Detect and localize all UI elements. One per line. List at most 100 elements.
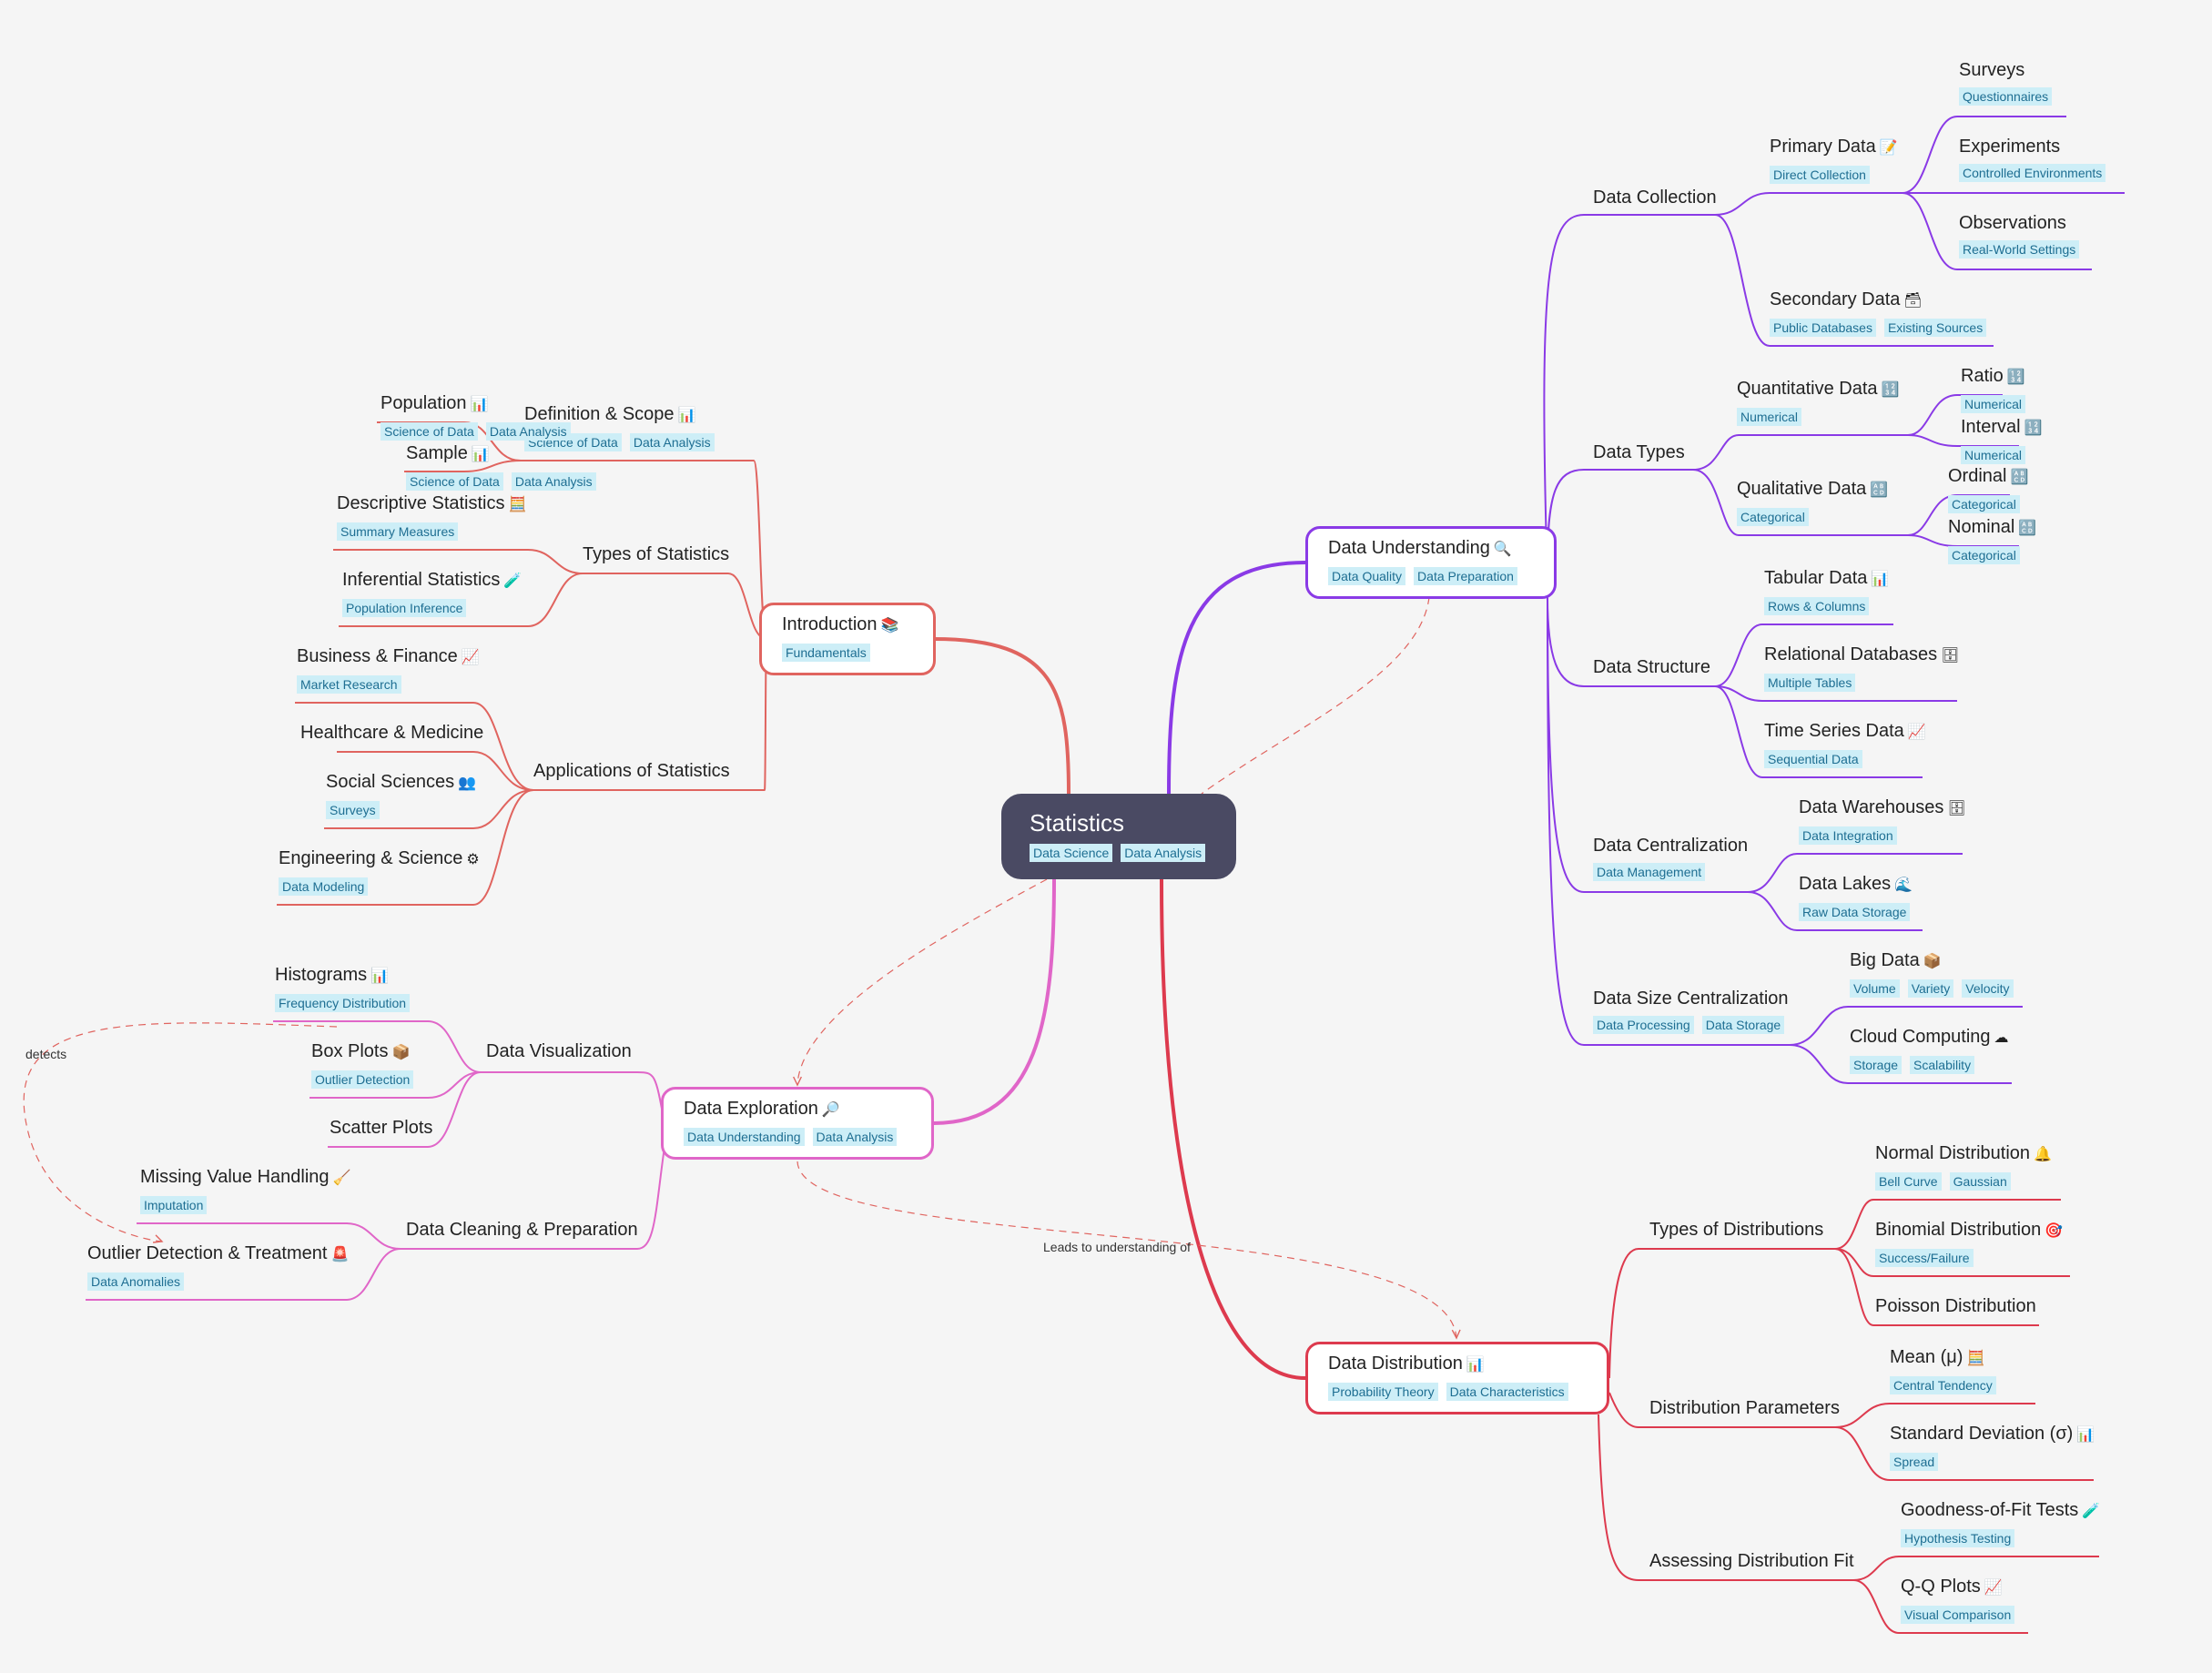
topic-relational-databases[interactable]: Relational Databases🗄Multiple Tables <box>1764 643 1959 692</box>
topic-inferential-statistics[interactable]: Inferential Statistics🧪Population Infere… <box>342 568 522 617</box>
topic-label-tag: Data Management <box>1593 863 1706 881</box>
relation-arrowhead <box>152 1234 164 1243</box>
topic-binomial-distribution[interactable]: Binomial Distribution🎯 Success/Failure <box>1875 1218 2063 1267</box>
topic-labels: Central Tendency <box>1890 1376 2004 1394</box>
topic-missing-value-handling[interactable]: Missing Value Handling🧹Imputation <box>140 1165 350 1214</box>
topic-emoji-icon: 📊 <box>2076 1427 2095 1443</box>
topic-label: Primary Data <box>1770 137 1876 157</box>
topic-label-tag: Central Tendency <box>1890 1376 1996 1394</box>
topic-label: Social Sciences <box>326 772 455 792</box>
branch-line <box>1547 596 1790 1046</box>
topic-social-sciences[interactable]: Social Sciences👥Surveys <box>326 770 476 819</box>
topic-nominal[interactable]: Nominal🔠Categorical <box>1948 515 2036 564</box>
topic-label-tag: Success/Failure <box>1875 1249 1974 1267</box>
topic-data-collection[interactable]: Data Collection <box>1593 186 1717 209</box>
topic-title: Ratio🔢 <box>1961 364 2034 390</box>
topic-data-cleaning[interactable]: Data Cleaning & Preparation <box>406 1218 638 1242</box>
topic-ordinal[interactable]: Ordinal🔠Categorical <box>1948 464 2028 513</box>
topic-qualitative-data[interactable]: Qualitative Data🔠Categorical <box>1737 477 1888 526</box>
topic-outlier-detection[interactable]: Outlier Detection & Treatment🚨Data Anoma… <box>87 1242 349 1291</box>
topic-mean[interactable]: Mean (μ)🧮Central Tendency <box>1890 1345 2004 1394</box>
topic-tabular-data[interactable]: Tabular Data📊Rows & Columns <box>1764 566 1889 615</box>
topic-ratio[interactable]: Ratio🔢Numerical <box>1961 364 2034 413</box>
topic-engineering-science[interactable]: Engineering & Science⚙Data Modeling <box>279 847 480 896</box>
topic-labels: Fundamentals <box>782 644 913 662</box>
topic-healthcare-medicine[interactable]: Healthcare & Medicine <box>300 721 483 745</box>
topic-data-lakes[interactable]: Data Lakes🌊Raw Data Storage <box>1799 872 1918 921</box>
topic-label-tag: Variety <box>1907 979 1954 998</box>
topic-label: Tabular Data <box>1764 568 1868 588</box>
topic-quantitative-data[interactable]: Quantitative Data🔢Numerical <box>1737 377 1899 426</box>
topic-time-series[interactable]: Time Series Data📈Sequential Data <box>1764 719 1926 768</box>
topic-business-finance[interactable]: Business & Finance📈Market Research <box>297 644 480 694</box>
branch-line <box>401 1146 665 1250</box>
topic-emoji-icon: 🗃 <box>1903 293 1923 309</box>
topic-box-plots[interactable]: Box Plots📦Outlier Detection <box>311 1039 421 1089</box>
topic-histograms[interactable]: Histograms📊Frequency Distribution <box>275 963 418 1012</box>
topic-emoji-icon: 🔔 <box>2034 1147 2052 1162</box>
topic-data-types[interactable]: Data Types <box>1593 441 1685 464</box>
topic-goodness-of-fit[interactable]: Goodness-of-Fit Tests🧪Hypothesis Testing <box>1901 1498 2100 1547</box>
topic-title: Binomial Distribution🎯 <box>1875 1218 2063 1243</box>
topic-label: Goodness-of-Fit Tests <box>1901 1500 2079 1520</box>
topic-label-tag: Velocity <box>1962 979 2014 998</box>
topic-primary-data[interactable]: Primary Data📝Direct Collection <box>1770 135 1898 184</box>
topic-emoji-icon: 🔠 <box>2018 521 2037 536</box>
branch-line <box>1714 685 1923 778</box>
branch-line <box>277 789 534 906</box>
topic-label: Experiments <box>1959 137 2061 157</box>
topic-labels: Raw Data Storage <box>1799 903 1918 921</box>
topic-applications[interactable]: Applications of Statistics <box>533 759 730 783</box>
topic-data-visualization[interactable]: Data Visualization <box>486 1039 632 1063</box>
topic-poisson-distribution[interactable]: Poisson Distribution <box>1875 1294 2036 1318</box>
topic-assessing-fit[interactable]: Assessing Distribution Fit <box>1649 1549 1854 1573</box>
topic-label-tag: Questionnaires <box>1959 87 2053 106</box>
topic-label-tag: Data Preparation <box>1414 567 1517 585</box>
topic-emoji-icon: 📈 <box>1907 725 1926 740</box>
topic-scatter-plots[interactable]: Scatter Plots <box>330 1116 432 1140</box>
topic-types-of-statistics[interactable]: Types of Statistics <box>583 542 729 566</box>
main-topic-introduction[interactable]: Introduction📚 Fundamentals <box>759 603 936 675</box>
topic-data-warehouses[interactable]: Data Warehouses🗄Data Integration <box>1799 796 1966 845</box>
topic-data-structure[interactable]: Data Structure <box>1593 655 1710 679</box>
topic-label: Data Centralization <box>1593 836 1749 856</box>
topic-title: Time Series Data📈 <box>1764 719 1926 745</box>
topic-title: Statistics <box>1030 807 1208 838</box>
topic-types-of-distributions[interactable]: Types of Distributions <box>1649 1218 1823 1242</box>
topic-interval[interactable]: Interval🔢Numerical <box>1961 415 2043 464</box>
topic-label: Surveys <box>1959 60 2025 80</box>
branch-line <box>1907 534 2019 547</box>
topic-label: Standard Deviation (σ) <box>1890 1424 2074 1444</box>
topic-emoji-icon: 🔠 <box>2010 470 2029 485</box>
topic-label: Definition & Scope <box>524 404 675 424</box>
topic-qq-plots[interactable]: Q-Q Plots📈Visual Comparison <box>1901 1575 2023 1624</box>
topic-label-tag: Imputation <box>140 1196 208 1214</box>
topic-title: Scatter Plots <box>330 1116 432 1140</box>
topic-title: Introduction📚 <box>782 613 913 638</box>
topic-title: Data Warehouses🗄 <box>1799 796 1966 821</box>
topic-standard-deviation[interactable]: Standard Deviation (σ)📊Spread <box>1890 1422 2095 1471</box>
topic-descriptive-statistics[interactable]: Descriptive Statistics🧮Summary Measures <box>337 492 526 541</box>
topic-label: Normal Distribution <box>1875 1143 2031 1163</box>
topic-distribution-parameters[interactable]: Distribution Parameters <box>1649 1396 1840 1420</box>
topic-label: Data Types <box>1593 442 1685 462</box>
topic-emoji-icon: 🔢 <box>2006 370 2025 385</box>
topic-label: Q-Q Plots <box>1901 1577 1981 1597</box>
topic-labels: Numerical <box>1737 408 1899 426</box>
